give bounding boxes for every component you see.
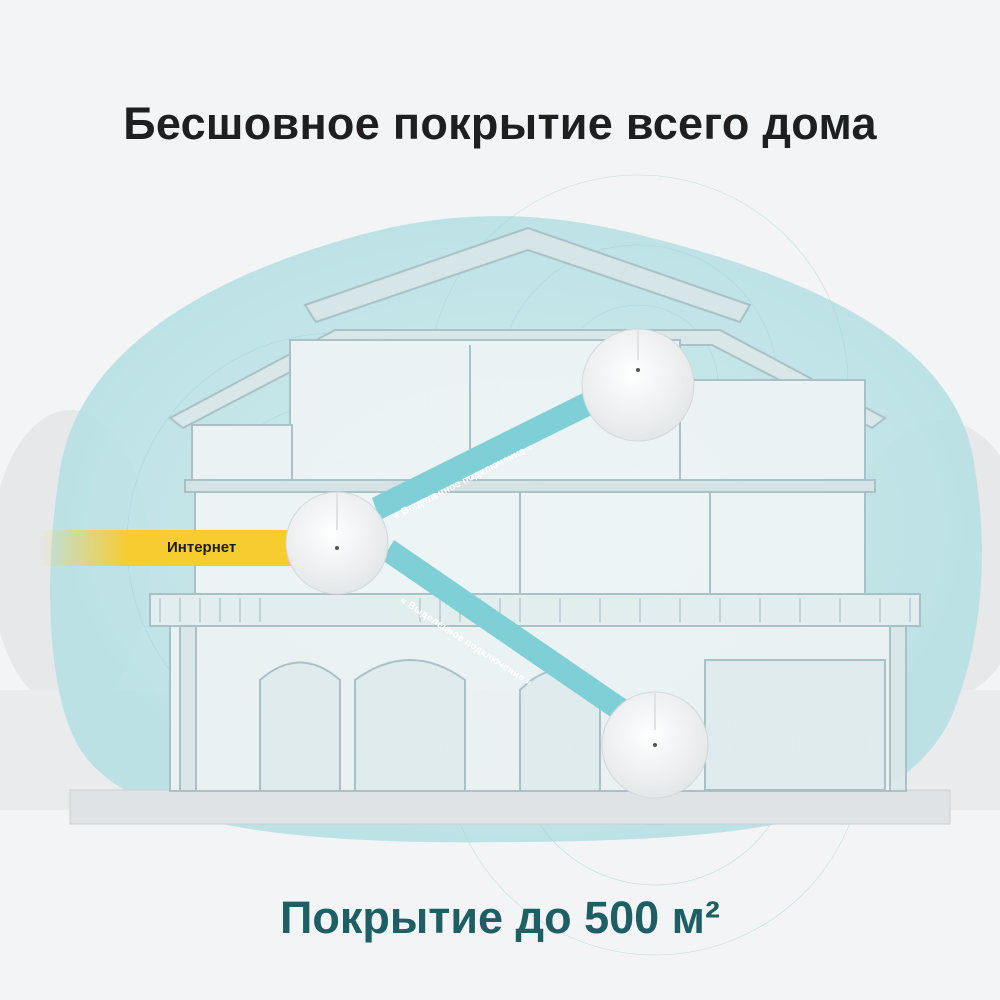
mesh-unit-middle-icon [285,491,389,595]
ground [69,789,951,825]
link-band-lower [382,540,630,722]
mesh-unit-ground-icon [601,691,709,799]
page-title: Бесшовное покрытие всего дома [123,98,877,149]
link-band-upper [372,382,614,520]
internet-label: Интернет [167,539,237,556]
internet-band [40,530,296,566]
mesh-unit-attic-icon [581,328,695,442]
coverage-caption: Покрытие до 500 м² [280,892,720,943]
